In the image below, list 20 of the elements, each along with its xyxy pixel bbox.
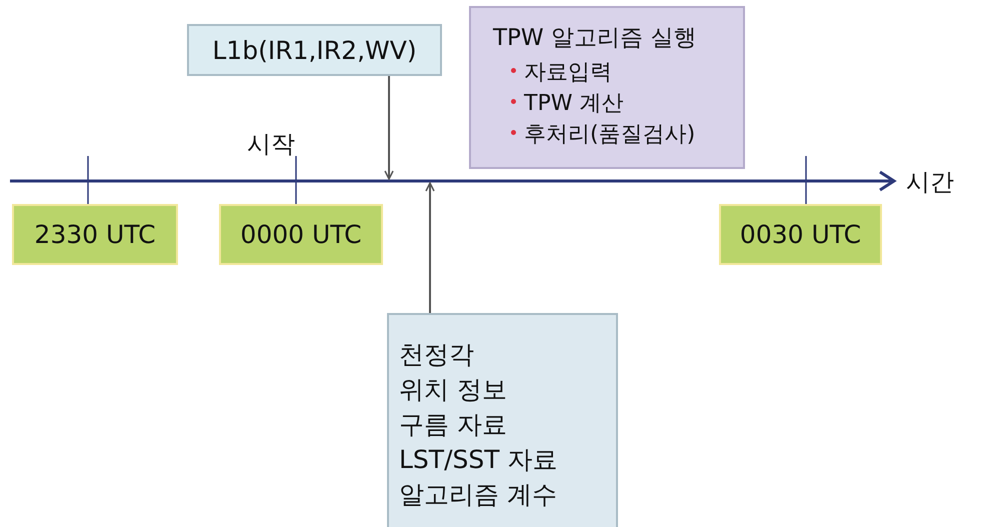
process-box xyxy=(469,6,745,169)
input-data-box xyxy=(387,313,618,527)
axis-label: 시간 xyxy=(906,167,954,198)
bullet-item: 자료입력 xyxy=(511,57,743,88)
arrow xyxy=(384,76,394,180)
start-label: 시작 xyxy=(247,129,295,160)
input-data-box: L1b(IR1,IR2,WV) xyxy=(187,24,442,76)
time-axis xyxy=(10,170,897,192)
list-item: 구름 자료 xyxy=(399,409,508,441)
list-item: 알고리즘 계수 xyxy=(399,479,558,511)
list-item: 위치 정보 xyxy=(399,374,508,406)
list-item: 천정각 xyxy=(399,339,475,371)
arrow xyxy=(425,182,435,313)
bullet-item: TPW 계산 xyxy=(511,88,743,119)
heading-text: TPW 알고리즘 실행 xyxy=(493,24,698,53)
time-box: 0000 UTC xyxy=(219,204,383,265)
time-box: 0030 UTC xyxy=(719,204,882,265)
list-item: LST/SST 자료 xyxy=(399,444,558,476)
bullet-item: 후처리(품질검사) xyxy=(511,119,743,150)
time-box: 2330 UTC xyxy=(12,204,178,265)
